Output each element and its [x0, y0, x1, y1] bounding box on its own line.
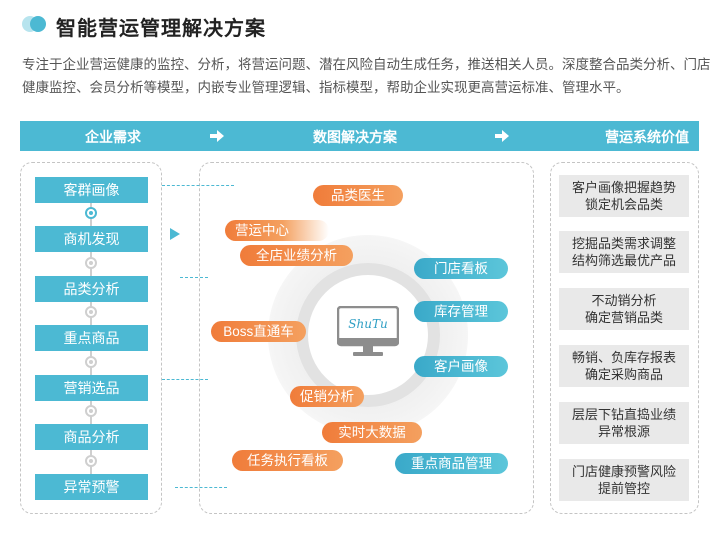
- value-line: 确定营销品类: [584, 310, 663, 325]
- value-box: 门店健康预警风险 提前管控: [559, 459, 689, 501]
- tag-key-goods-mgmt: 重点商品管理: [395, 453, 508, 474]
- need-item: 商机发现: [35, 226, 148, 252]
- value-line: 确定采购商品: [584, 367, 663, 382]
- chain-node-icon: [85, 455, 97, 467]
- values-panel: [550, 162, 699, 514]
- tag-ops-center: 营运中心: [225, 220, 329, 241]
- logo-text: ShuTu: [348, 317, 387, 331]
- play-arrow-icon: [170, 228, 180, 240]
- chain-node-icon: [85, 405, 97, 417]
- arrow-right-icon: [210, 130, 224, 142]
- dashed-connector: [162, 379, 208, 380]
- need-item: 客群画像: [35, 177, 148, 203]
- need-item: 营销选品: [35, 375, 148, 401]
- value-line: 客户画像把握趋势: [571, 180, 676, 195]
- tag-promotion: 促销分析: [290, 386, 364, 407]
- tag-store-board: 门店看板: [414, 258, 508, 279]
- tag-store-performance: 全店业绩分析: [240, 245, 353, 266]
- need-item: 品类分析: [35, 276, 148, 302]
- value-line: 不动销分析: [591, 293, 657, 308]
- value-box: 挖掘品类需求调整 结构筛选最优产品: [559, 231, 689, 273]
- tag-task-board: 任务执行看板: [232, 450, 343, 471]
- monitor-logo-icon: ShuTu: [337, 306, 399, 356]
- need-item: 重点商品: [35, 325, 148, 351]
- chain-node-icon: [85, 257, 97, 269]
- title-bullet-icon: [22, 16, 46, 32]
- tag-realtime-bigdata: 实时大数据: [322, 422, 422, 443]
- value-line: 锁定机会品类: [584, 197, 663, 212]
- value-box: 畅销、负库存报表 确定采购商品: [559, 345, 689, 387]
- header-values: 营运系统价值: [605, 129, 689, 145]
- dashed-connector: [175, 487, 227, 488]
- need-item: 异常预警: [35, 474, 148, 500]
- value-line: 结构筛选最优产品: [571, 253, 676, 268]
- tag-inventory: 库存管理: [414, 301, 508, 322]
- needs-panel: [20, 162, 162, 514]
- value-box: 不动销分析 确定营销品类: [559, 288, 689, 330]
- dashed-connector: [162, 185, 234, 186]
- tag-category-doctor: 品类医生: [313, 185, 403, 206]
- tag-boss-express: Boss直通车: [211, 321, 306, 342]
- tag-customer-portrait: 客户画像: [414, 356, 508, 377]
- solutions-panel: [199, 162, 534, 514]
- column-header-bar: 企业需求 数图解决方案 营运系统价值: [20, 121, 699, 151]
- value-box: 客户画像把握趋势 锁定机会品类: [559, 175, 689, 217]
- arrow-right-icon: [495, 130, 509, 142]
- page-title: 智能营运管理解决方案: [56, 18, 266, 40]
- value-line: 挖掘品类需求调整: [571, 236, 676, 251]
- value-line: 异常根源: [597, 424, 650, 439]
- value-line: 层层下钻直捣业绩: [571, 407, 676, 422]
- chain-node-icon: [85, 356, 97, 368]
- need-item: 商品分析: [35, 424, 148, 450]
- value-line: 门店健康预警风险: [571, 464, 676, 479]
- intro-text: 专注于企业营运健康的监控、分析，将营运问题、潜在风险自动生成任务，推送相关人员。…: [22, 57, 711, 95]
- chain-node-icon: [85, 306, 97, 318]
- chain-node-icon: [85, 207, 97, 219]
- header-solutions: 数图解决方案: [313, 129, 397, 145]
- header-needs: 企业需求: [85, 129, 141, 145]
- value-line: 提前管控: [597, 481, 650, 496]
- dashed-connector: [180, 277, 208, 278]
- value-line: 畅销、负库存报表: [571, 350, 676, 365]
- value-box: 层层下钻直捣业绩 异常根源: [559, 402, 689, 444]
